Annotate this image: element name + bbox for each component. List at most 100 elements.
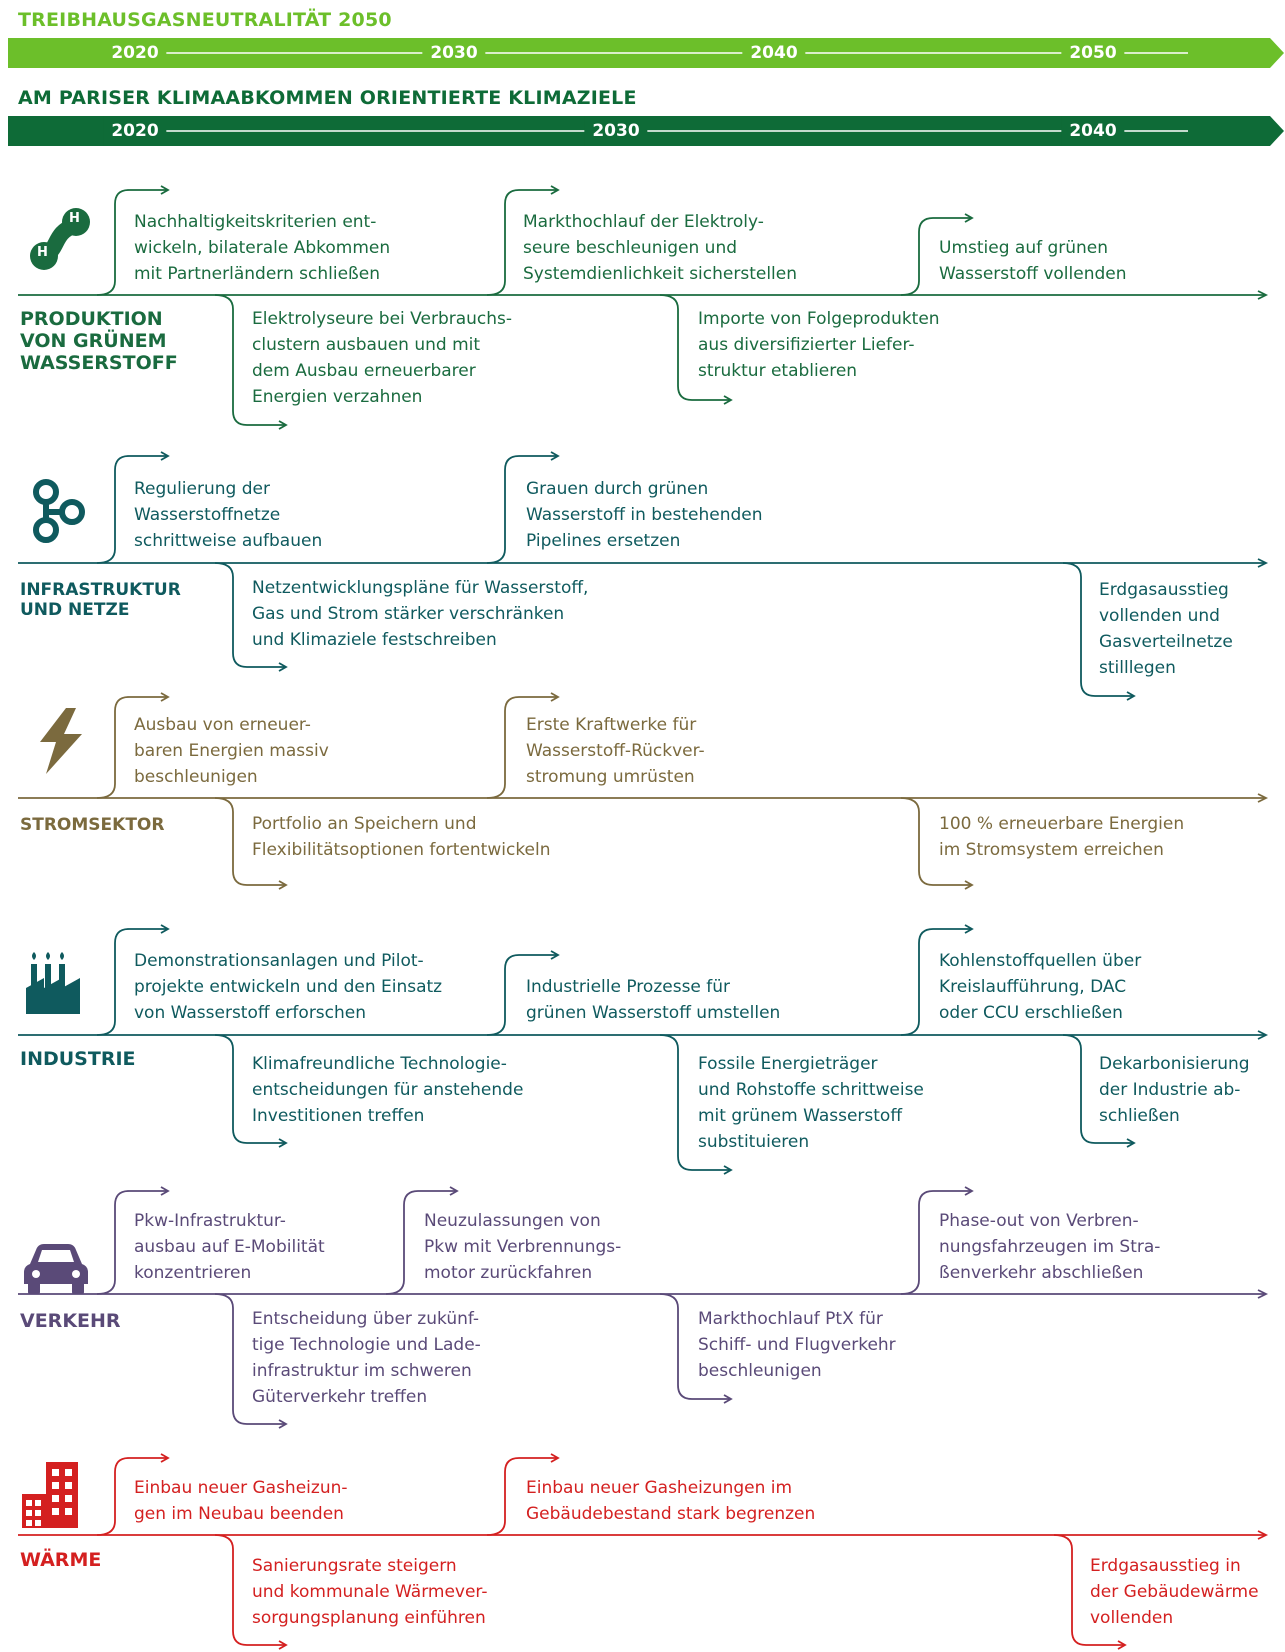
milestone-connector-up — [486, 455, 557, 564]
milestone-connector-down — [214, 1034, 285, 1144]
milestone-connector-down — [900, 797, 971, 886]
arrow-head — [723, 395, 733, 405]
milestone-lower: Erdgasausstieg vollenden und Gasverteiln… — [1099, 580, 1233, 678]
timeline-title-paris-goals: AM PARISER KLIMAABKOMMEN ORIENTIERTE KLI… — [18, 87, 637, 109]
hydrogen-molecule-icon: H H — [24, 206, 96, 276]
arrow-head — [160, 924, 170, 934]
arrow-head — [550, 451, 560, 461]
year-label: 2020 — [103, 116, 167, 146]
category-label-infrastructure: INFRASTRUKTUR UND NETZE — [20, 580, 181, 620]
arrow-head — [723, 1394, 733, 1404]
milestone-connector-up — [486, 189, 557, 296]
arrow-head — [1257, 1289, 1269, 1299]
milestone-connector-down — [659, 1293, 730, 1400]
arrow-head — [1117, 1640, 1127, 1650]
lightning-bolt-icon — [36, 708, 86, 778]
category-label-power-sector: STROMSEKTOR — [20, 815, 165, 835]
arrow-head — [550, 950, 560, 960]
arrow-head — [1126, 1138, 1136, 1148]
year-label: 2050 — [1061, 38, 1125, 68]
milestone-upper: Einbau neuer Gasheizungen im Gebäudebest… — [526, 1478, 816, 1524]
year-label: 2030 — [422, 38, 486, 68]
milestone-connector-up — [96, 928, 167, 1036]
milestone-connector-down — [214, 294, 285, 426]
milestone-connector-up — [385, 1190, 456, 1295]
arrow-head — [160, 1186, 170, 1196]
milestone-connector-down — [214, 1293, 285, 1425]
milestone-connector-up — [96, 1190, 167, 1295]
category-label-transport: VERKEHR — [20, 1310, 121, 1332]
arrow-head — [1257, 1530, 1269, 1540]
buildings-icon — [22, 1462, 78, 1532]
milestone-connector-down — [214, 1534, 285, 1646]
category-label-heating: WÄRME — [20, 1549, 102, 1571]
network-nodes-icon — [30, 478, 86, 548]
arrow-head — [1257, 558, 1269, 568]
milestone-connector-up — [900, 928, 971, 1036]
arrow-head — [278, 1419, 288, 1429]
milestone-connector-up — [96, 1457, 167, 1536]
milestone-connector-down — [659, 294, 730, 401]
milestone-connector-up — [900, 1190, 971, 1295]
milestone-upper: Umstieg auf grünen Wasserstoff vollenden — [939, 238, 1127, 284]
milestone-connector-down — [659, 1034, 730, 1171]
milestone-connector-up — [486, 1457, 557, 1536]
milestone-upper: Neuzulassungen von Pkw mit Verbrennungs-… — [424, 1211, 622, 1283]
milestone-connector-up — [900, 217, 971, 296]
arrow-head — [278, 1138, 288, 1148]
year-label: 2040 — [1061, 116, 1125, 146]
arrow-head — [278, 662, 288, 672]
year-label: 2040 — [742, 38, 806, 68]
arrow-head — [550, 692, 560, 702]
milestone-lower: Netzentwicklungspläne für Wasserstoff, G… — [252, 578, 589, 650]
arrow-head — [1257, 1030, 1269, 1040]
arrow-head — [550, 1453, 560, 1463]
arrow-head — [160, 185, 170, 195]
milestone-connector-down — [214, 562, 285, 668]
milestone-upper: Kohlenstoffquellen über Kreislaufführung… — [939, 951, 1142, 1023]
milestone-lower: Sanierungsrate steigern und kommunale Wä… — [252, 1556, 488, 1628]
milestone-lower: Portfolio an Speichern und Flexibilitäts… — [252, 814, 551, 860]
milestone-connector-up — [96, 189, 167, 296]
milestone-connector-up — [486, 696, 557, 799]
arrow-head — [278, 880, 288, 890]
timeline-title-climate-neutrality: TREIBHAUSGASNEUTRALITÄT 2050 — [18, 9, 392, 31]
arrow-head — [964, 924, 974, 934]
year-label: 2030 — [584, 116, 648, 146]
arrow-head — [160, 451, 170, 461]
hydrogen-letter: H — [69, 211, 80, 226]
arrow-head — [964, 213, 974, 223]
arrow-head — [449, 1186, 459, 1196]
milestone-upper: Markthochlauf der Elektroly- seure besch… — [523, 212, 798, 284]
milestone-upper: Einbau neuer Gasheizun- gen im Neubau be… — [134, 1478, 348, 1524]
arrow-head — [723, 1165, 733, 1175]
milestone-connector-up — [486, 954, 557, 1036]
milestone-lower: Elektrolyseure bei Verbrauchs- clustern … — [252, 309, 513, 407]
milestone-upper: Nachhaltigkeitskriterien ent- wickeln, b… — [134, 212, 391, 284]
milestone-upper: Demonstrationsanlagen und Pilot- projekt… — [134, 951, 443, 1023]
milestone-lower: Markthochlauf PtX für Schiff- und Flugve… — [698, 1309, 896, 1381]
arrow-head — [964, 1186, 974, 1196]
milestone-connector-down — [1062, 1034, 1133, 1144]
hydrogen-letter: H — [37, 245, 48, 260]
milestone-lower: Klimafreundliche Technologie- entscheidu… — [252, 1054, 524, 1126]
milestone-upper: Regulierung der Wasserstoffnetze schritt… — [134, 479, 323, 551]
milestone-lower: Importe von Folgeprodukten aus diversifi… — [698, 309, 940, 381]
factory-icon — [26, 952, 80, 1018]
car-icon — [24, 1244, 88, 1298]
timeline-bar-2050: 2020 2030 2040 2050 — [8, 38, 1284, 68]
milestone-lower: Erdgasausstieg in der Gebäudewärme volle… — [1090, 1556, 1259, 1628]
milestone-connector-down — [214, 797, 285, 886]
arrow-head — [1257, 290, 1269, 300]
milestone-lower: Dekarbonisierung der Industrie ab- schli… — [1099, 1054, 1250, 1126]
milestone-connector-up — [96, 696, 167, 799]
milestone-lower: 100 % erneuerbare Energien im Stromsyste… — [939, 814, 1185, 860]
milestone-connector-up — [96, 455, 167, 564]
milestone-upper: Grauen durch grünen Wasserstoff in beste… — [526, 479, 763, 551]
milestone-upper: Ausbau von erneuer- baren Energien massi… — [134, 715, 329, 787]
milestone-upper: Industrielle Prozesse für grünen Wassers… — [526, 977, 781, 1023]
year-label: 2020 — [103, 38, 167, 68]
milestone-connector-down — [1053, 1534, 1124, 1646]
milestone-upper: Phase-out von Verbren- nungsfahrzeugen i… — [939, 1211, 1161, 1283]
